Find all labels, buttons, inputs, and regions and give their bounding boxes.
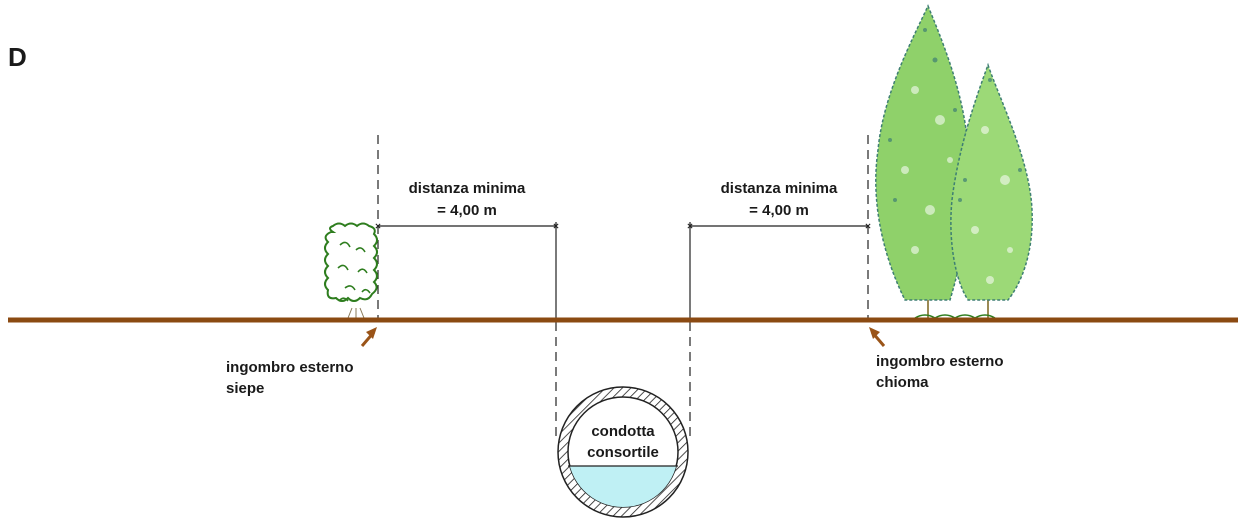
right-dimension-label-2: = 4,00 m [749, 202, 809, 219]
hedge-label-2: siepe [226, 380, 264, 397]
left-dimension-label-2: = 4,00 m [437, 202, 497, 219]
pipe-section [557, 386, 689, 518]
left-dimension-label-1: distanza minima [409, 180, 526, 197]
crown-label-2: chioma [876, 374, 929, 391]
right-dimension-label-1: distanza minima [721, 180, 838, 197]
hedge-label-1: ingombro esterno [226, 359, 354, 376]
crown-label-1: ingombro esterno [876, 353, 1004, 370]
hedge-icon [324, 222, 378, 319]
panel-letter: D [8, 42, 27, 72]
trees-icon [875, 4, 1033, 319]
pipe-label-1: condotta [591, 423, 655, 440]
pipe-label-2: consortile [587, 444, 659, 461]
hedge-arrow-icon [360, 327, 377, 347]
crown-arrow-icon [869, 327, 886, 347]
